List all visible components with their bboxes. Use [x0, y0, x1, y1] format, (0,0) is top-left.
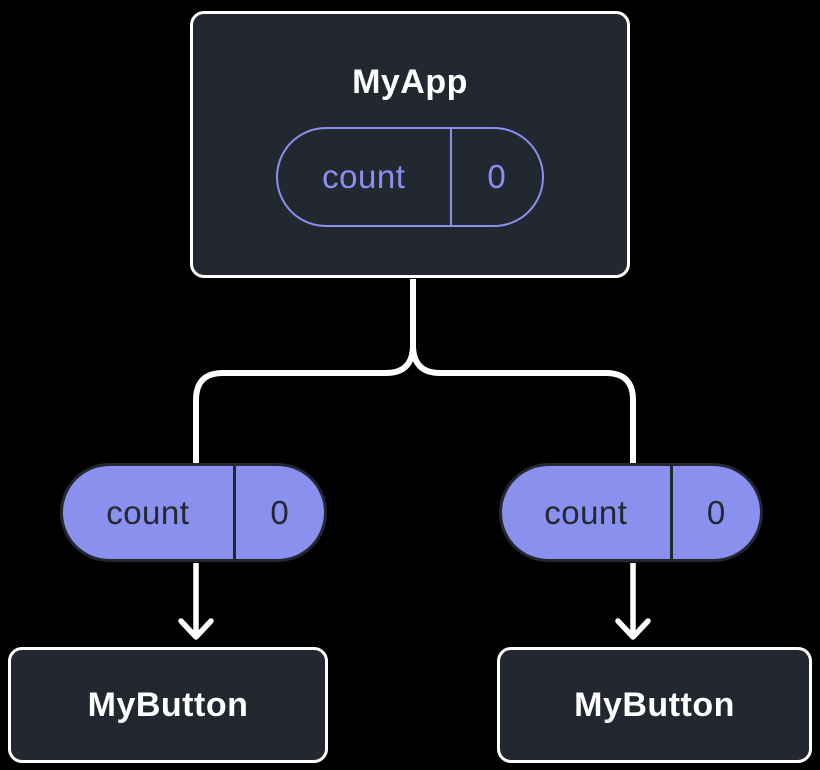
branch-line-right — [410, 279, 636, 464]
prop-pill-left: count 0 — [60, 463, 327, 562]
node-mybutton-left-title: MyButton — [87, 685, 249, 724]
node-myapp: MyApp count 0 — [190, 11, 630, 278]
node-mybutton-left: MyButton — [8, 647, 328, 763]
branch-line-left — [193, 279, 416, 464]
node-mybutton-right: MyButton — [497, 647, 812, 763]
prop-pill-right: count 0 — [499, 463, 763, 562]
arrow-head-left-icon — [178, 618, 214, 640]
node-mybutton-right-title: MyButton — [574, 685, 735, 724]
node-myapp-title: MyApp — [352, 62, 468, 101]
prop-pill-right-key: count — [502, 466, 673, 559]
prop-pill-left-key: count — [63, 466, 236, 559]
state-pill-myapp: count 0 — [276, 126, 544, 227]
state-pill-key: count — [278, 128, 452, 225]
prop-pill-left-value: 0 — [270, 493, 290, 531]
arrow-head-right-icon — [615, 618, 651, 640]
prop-pill-right-value: 0 — [706, 493, 726, 531]
state-pill-value: 0 — [487, 157, 507, 195]
